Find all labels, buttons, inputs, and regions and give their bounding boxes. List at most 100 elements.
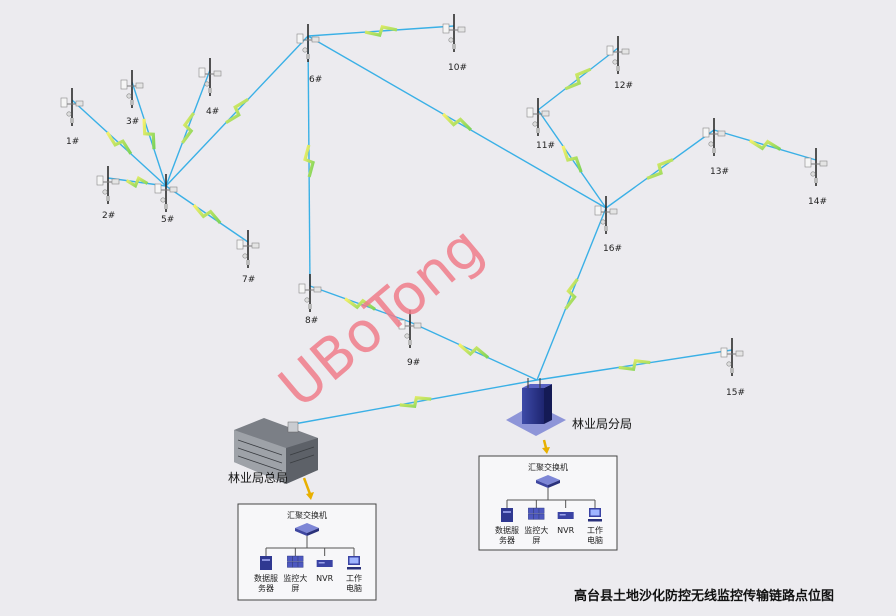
switch-label: 汇聚交换机 — [528, 462, 568, 472]
hq-building-icon — [234, 418, 318, 484]
device-label: 电脑 — [587, 535, 603, 545]
node-label-1: 1# — [66, 137, 79, 147]
node-label-14: 14# — [808, 197, 827, 207]
monitor-pole-13: 13# — [702, 118, 729, 177]
monitor-pole-icon — [398, 310, 422, 348]
wireless-bolt-icon — [303, 144, 315, 178]
video-wall-icon — [528, 507, 545, 520]
monitor-pole-icon — [60, 88, 84, 126]
link-6-16 — [307, 35, 607, 209]
wireless-bolt-icon — [564, 278, 579, 310]
wireless-bolt-icon — [125, 175, 149, 189]
monitor-pole-icon — [526, 98, 550, 136]
device-label: NVR — [316, 574, 333, 583]
device-label: 数据服 — [254, 573, 278, 583]
monitor-pole-icon — [296, 24, 320, 62]
monitor-pole-icon — [720, 338, 744, 376]
wireless-bolt-icon — [564, 67, 592, 91]
wireless-bolt-icon — [344, 297, 376, 311]
monitor-pole-icon — [96, 166, 120, 204]
device-label: 工作 — [346, 573, 362, 583]
node-label-2: 2# — [102, 211, 115, 221]
wireless-bolt-icon — [192, 203, 222, 225]
wireless-bolt-icon — [457, 343, 490, 359]
branch-uplink-arrow-icon — [542, 439, 550, 454]
node-label-6: 6# — [309, 75, 322, 85]
node-label-12: 12# — [614, 81, 633, 91]
node-label-4: 4# — [206, 107, 219, 117]
monitor-pole-icon — [154, 174, 178, 212]
video-wall-icon — [287, 555, 304, 568]
node-label-9: 9# — [407, 358, 420, 368]
node-label-13: 13# — [710, 167, 729, 177]
monitor-pole-16: 16# — [594, 196, 622, 254]
node-label-10: 10# — [448, 63, 467, 73]
device-label: 屏 — [532, 536, 540, 545]
link-6-10 — [307, 25, 455, 37]
link-5-6 — [165, 35, 309, 187]
device-label: 数据服 — [495, 525, 519, 535]
monitor-pole-icon — [804, 148, 828, 186]
monitor-pole-5: 5# — [154, 174, 178, 225]
switch-icon — [295, 523, 319, 536]
node-label-5: 5# — [161, 215, 174, 225]
monitor-pole-7: 7# — [236, 230, 260, 285]
device-label: 监控大 — [524, 525, 548, 535]
node-label-16: 16# — [603, 244, 622, 254]
links-layer — [71, 25, 817, 425]
link-13-16 — [605, 129, 715, 209]
monitor-pole-12: 12# — [606, 36, 633, 91]
device-label: 电脑 — [346, 583, 362, 593]
link-hq-branch — [293, 379, 538, 425]
nodes-layer: 1# 2# 3# 4# 5# 6# 7# 8# 9# 10# 11# 12# 13# 14# 15# 16# — [60, 14, 828, 398]
monitor-pole-9: 9# — [398, 310, 422, 368]
monitor-pole-icon — [236, 230, 260, 268]
link-6-8 — [303, 35, 315, 287]
node-label-11: 11# — [536, 141, 555, 151]
link-8-9 — [309, 285, 411, 323]
link-11-12 — [537, 47, 619, 111]
monitor-pole-2: 2# — [96, 166, 120, 221]
monitor-pole-icon — [702, 118, 726, 156]
wireless-bolt-icon — [181, 112, 195, 144]
link-4-5 — [165, 69, 211, 187]
wireless-bolt-icon — [618, 359, 651, 371]
wireless-bolt-icon — [364, 25, 398, 37]
monitor-pole-3: 3# — [120, 70, 144, 127]
wireless-bolt-icon — [442, 112, 472, 132]
device-label: 工作 — [587, 525, 603, 535]
lan-box-frame — [237, 503, 377, 601]
monitor-pole-10: 10# — [442, 14, 467, 73]
server-icon — [501, 508, 513, 522]
wireless-bolt-icon — [105, 131, 133, 155]
wireless-bolt-icon — [142, 118, 156, 150]
node-label-7: 7# — [242, 275, 255, 285]
workstation-icon — [588, 508, 602, 522]
monitor-pole-icon — [594, 196, 618, 234]
nvr-icon — [316, 560, 333, 567]
wireless-bolt-icon — [561, 145, 583, 173]
link-1-5 — [71, 99, 167, 187]
hq-site-label: 林业局总局 — [228, 471, 288, 485]
branch-building-icon — [506, 378, 566, 436]
link-11-16 — [537, 109, 607, 209]
switch-icon — [536, 475, 560, 488]
monitor-pole-6: 6# — [296, 24, 322, 85]
link-3-5 — [131, 81, 167, 187]
link-7-5 — [165, 185, 249, 243]
monitor-pole-icon — [606, 36, 630, 74]
wireless-bolt-icon — [399, 396, 432, 408]
node-label-8: 8# — [305, 316, 318, 326]
device-label: 屏 — [291, 584, 299, 593]
link-13-14 — [713, 129, 817, 161]
monitor-pole-15: 15# — [720, 338, 745, 398]
monitor-pole-1: 1# — [60, 88, 84, 147]
monitor-pole-icon — [298, 274, 322, 312]
device-label: 务器 — [499, 535, 515, 545]
link-9-branch — [409, 321, 538, 381]
hq-uplink-arrow-icon — [302, 477, 314, 500]
monitor-pole-icon — [198, 58, 222, 96]
